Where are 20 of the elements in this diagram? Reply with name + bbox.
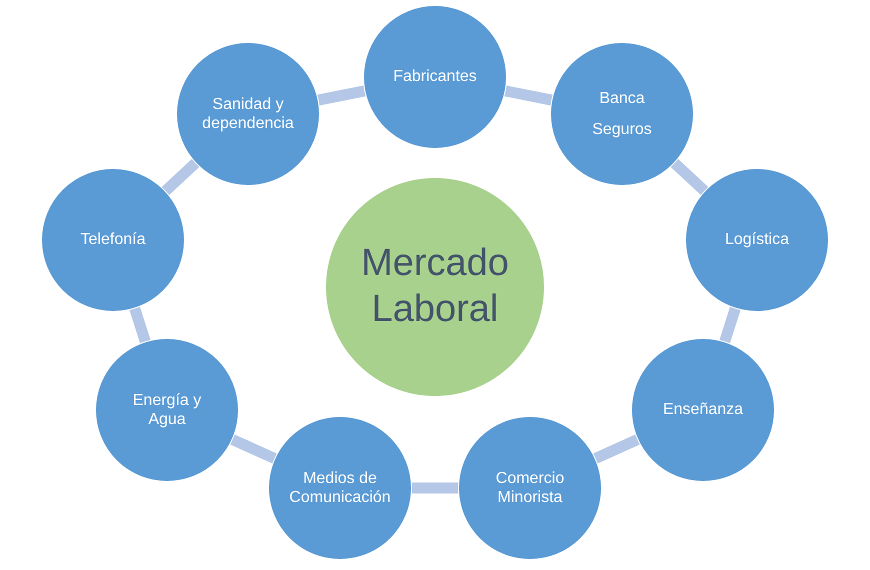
connector-bar	[670, 158, 710, 196]
sector-label: Comercio Minorista	[494, 468, 566, 508]
connector-bar	[129, 306, 151, 344]
sector-label: Energía y Agua	[132, 390, 202, 430]
sector-label: Banca	[599, 88, 645, 108]
connector-bar	[316, 85, 367, 106]
center-label: Mercado Laboral	[360, 241, 510, 332]
connector-bar	[719, 306, 741, 344]
sector-label: Logística	[724, 230, 790, 250]
sector-label: Medios de Comunicación	[288, 468, 392, 508]
connector-bar	[410, 482, 460, 494]
sector-label: Fabricantes	[393, 67, 477, 87]
sector-label: Telefonía	[80, 230, 146, 250]
connector-bar	[160, 158, 200, 196]
connector-bar	[503, 85, 554, 106]
sector-label: Sanidad y dependencia	[201, 94, 295, 134]
connector-bar	[592, 434, 641, 464]
connector-bar	[229, 434, 278, 464]
sector-label: Seguros	[592, 120, 652, 140]
sector-label: Enseñanza	[662, 400, 744, 420]
